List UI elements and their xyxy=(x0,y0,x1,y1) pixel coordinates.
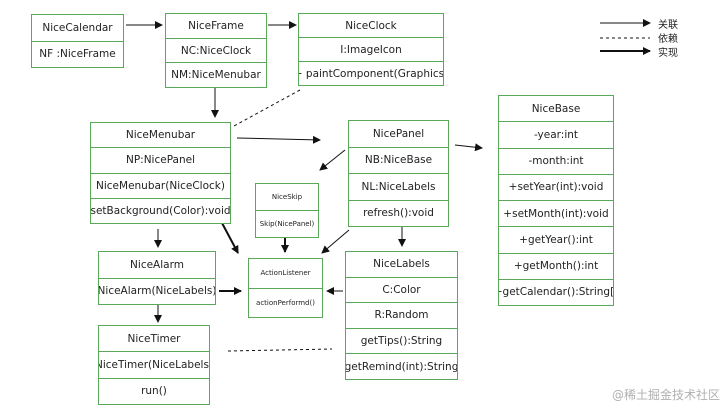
class-member: I:ImageIcon xyxy=(299,37,443,61)
class-member: NF :NiceFrame xyxy=(32,40,123,68)
class-member: getTips():String xyxy=(346,327,457,354)
class-name: NicePanel xyxy=(372,127,425,140)
class-member: NL:NiceLabels xyxy=(349,173,448,200)
class-nicecalendar: NiceCalendar NF :NiceFrame xyxy=(31,14,124,68)
edge-clock-menubar-dep xyxy=(233,89,301,127)
class-member: NM:NiceMenubar xyxy=(166,62,266,87)
class-name: NiceMenubar xyxy=(125,129,196,142)
class-member: NC:NiceClock xyxy=(166,37,266,63)
class-actionlistener: ActionListener actionPerformd() xyxy=(248,258,323,318)
class-name: NiceTimer xyxy=(127,332,181,345)
legend-label-realization: 实现 xyxy=(658,48,678,59)
class-name: NiceCalendar xyxy=(42,21,113,34)
watermark: @稀土掘金技术社区 xyxy=(611,388,720,402)
legend-label-dependency: 依赖 xyxy=(658,34,678,45)
class-member: + paintComponent(Graphics) xyxy=(299,61,443,85)
class-member: NB:NiceBase xyxy=(349,146,448,174)
class-name: NiceAlarm xyxy=(130,258,184,271)
class-name: ActionListener xyxy=(260,269,311,278)
edge-panel-skip xyxy=(319,149,346,171)
class-member: NiceMenubar(NiceClock) xyxy=(91,172,230,198)
class-member: +setMonth(int):void xyxy=(499,200,613,226)
edge-panel-base xyxy=(454,143,483,152)
class-name: NiceLabels xyxy=(373,258,430,271)
class-member: NiceTimer(NiceLabels) xyxy=(99,351,209,377)
class-member: Skip(NicePanel) xyxy=(256,210,318,237)
class-member: -month:int xyxy=(499,147,613,174)
class-name: NiceBase xyxy=(531,102,581,115)
edge-panel-listener xyxy=(321,229,350,254)
legend-label-association: 关联 xyxy=(658,20,678,31)
edge-timer-labels-dep xyxy=(227,348,333,352)
class-member: NP:NicePanel xyxy=(91,147,230,172)
class-name: NiceFrame xyxy=(188,19,244,32)
class-member: -year:int xyxy=(499,121,613,147)
class-name: NiceSkip xyxy=(271,193,303,201)
class-member: NiceAlarm(NiceLabels) xyxy=(99,277,215,305)
class-name: NiceClock xyxy=(345,19,397,32)
class-member: +getCalendar():String[] xyxy=(499,278,613,305)
class-member: run() xyxy=(99,377,209,404)
class-member: R:Random xyxy=(346,302,457,328)
class-member: actionPerformd() xyxy=(249,287,322,318)
edge-menubar-listener xyxy=(221,222,239,254)
class-member: refresh():void xyxy=(349,199,448,227)
class-member: C:Color xyxy=(346,276,457,303)
class-member: getRemind(int):String xyxy=(346,353,457,379)
class-member: +getMonth():int xyxy=(499,252,613,279)
class-member: +setYear(int):void xyxy=(499,173,613,200)
edge-menubar-panel xyxy=(236,135,321,144)
class-member: +getYear():int xyxy=(499,226,613,252)
class-member: setBackground(Color):void xyxy=(91,197,230,223)
class-nicebase: NiceBase -year:int-month:int+setYear(int)… xyxy=(498,95,614,306)
